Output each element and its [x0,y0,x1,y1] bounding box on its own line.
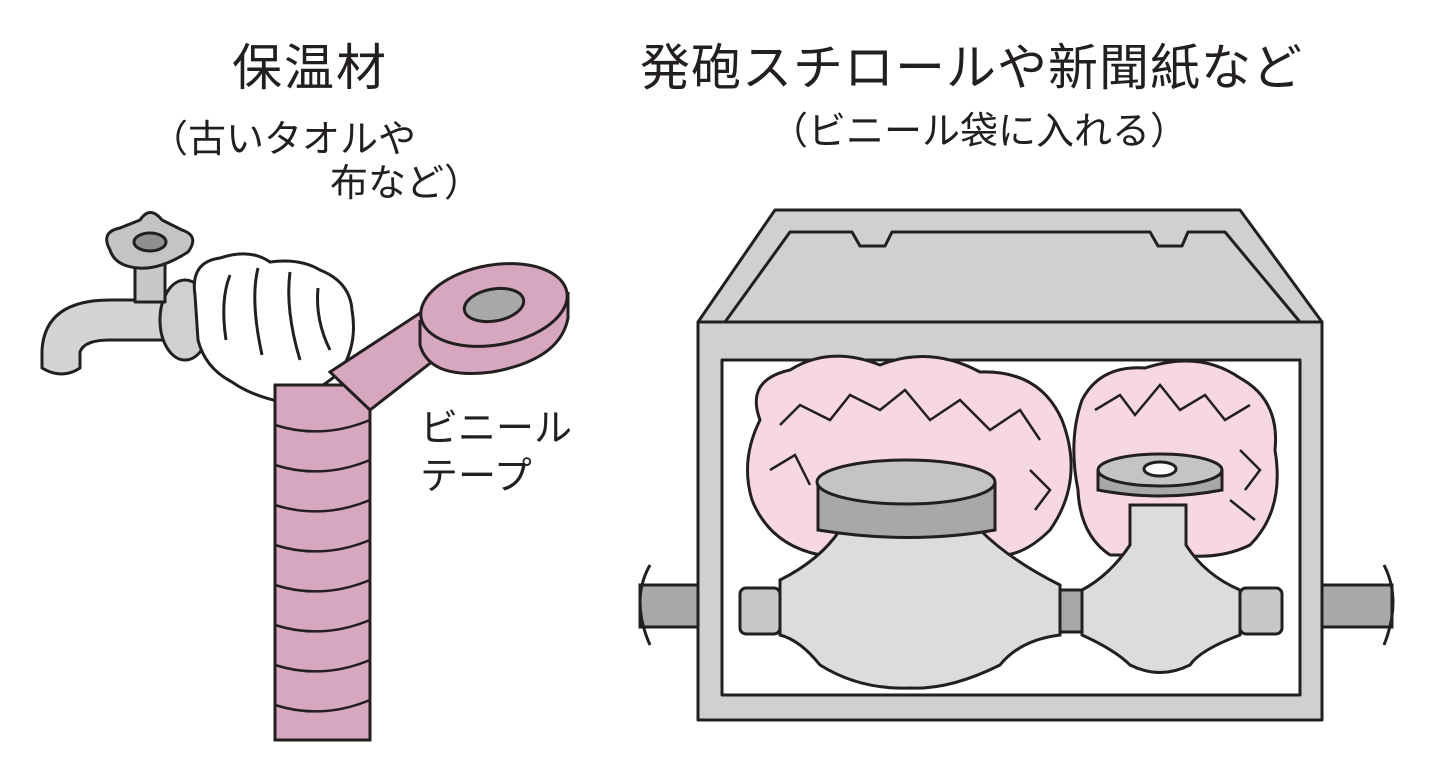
faucet-handle-cap [132,231,168,253]
taped-pipe [273,383,372,742]
tape-roll [418,262,570,375]
water-valve [1080,452,1284,674]
faucet-illustration [40,211,212,376]
meter-coupling [1058,588,1084,634]
insulation-subtitle-line2: 布など） [330,161,483,205]
insulation-title: 保温材 [232,39,388,97]
meter-box-lid [696,208,1324,324]
water-meter-large [738,458,1062,690]
vinyl-tape-label-line2: テープ [420,454,532,498]
meter-box-title: 発砲スチロールや新聞紙など [640,39,1303,97]
faucet-spout [40,298,192,376]
insulation-subtitle-line1: （古いタオルや [150,117,417,161]
vinyl-tape-label-line1: ビニール [420,406,573,450]
towel-insulation [192,252,355,404]
water-pipe [638,564,1395,646]
meter-box-subtitle: （ビニール袋に入れる） [770,109,1189,153]
